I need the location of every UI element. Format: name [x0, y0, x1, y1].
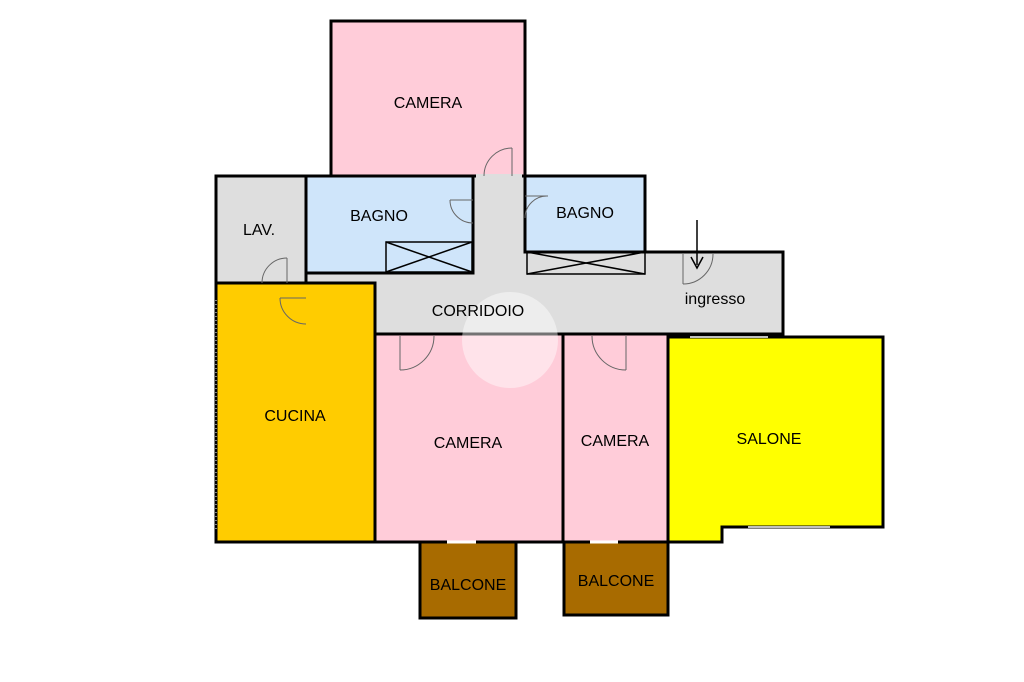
label-bagno-left: BAGNO: [350, 208, 408, 225]
label-camera-right: CAMERA: [581, 433, 650, 450]
door-swing: [524, 195, 549, 219]
label-camera-top: CAMERA: [394, 95, 463, 112]
room-camera-mid: [373, 332, 565, 544]
shaft-right: [526, 251, 646, 275]
door-swing: [483, 147, 513, 177]
shaft-left: [385, 241, 473, 273]
door-swing: [279, 297, 307, 325]
label-ingresso: ingresso: [685, 291, 746, 308]
label-cucina: CUCINA: [264, 408, 326, 425]
door-swing: [682, 253, 714, 285]
room-lavanderia: [214, 174, 308, 285]
door-swing: [399, 335, 435, 371]
door-swing: [591, 335, 627, 371]
watermark: [462, 292, 558, 388]
label-camera-mid: CAMERA: [434, 435, 503, 452]
label-lavanderia: LAV.: [243, 222, 275, 239]
room-balcone-right: [562, 540, 670, 617]
room-camera-top: [329, 19, 527, 178]
label-balcone-left: BALCONE: [430, 577, 506, 594]
label-balcone-right: BALCONE: [578, 573, 654, 590]
label-salone: SALONE: [737, 431, 802, 448]
door-swing: [449, 199, 474, 224]
door-swing: [261, 257, 288, 284]
label-corridoio: CORRIDOIO: [432, 303, 524, 320]
label-bagno-right: BAGNO: [556, 205, 614, 222]
entrance-arrow-icon: [690, 220, 704, 270]
